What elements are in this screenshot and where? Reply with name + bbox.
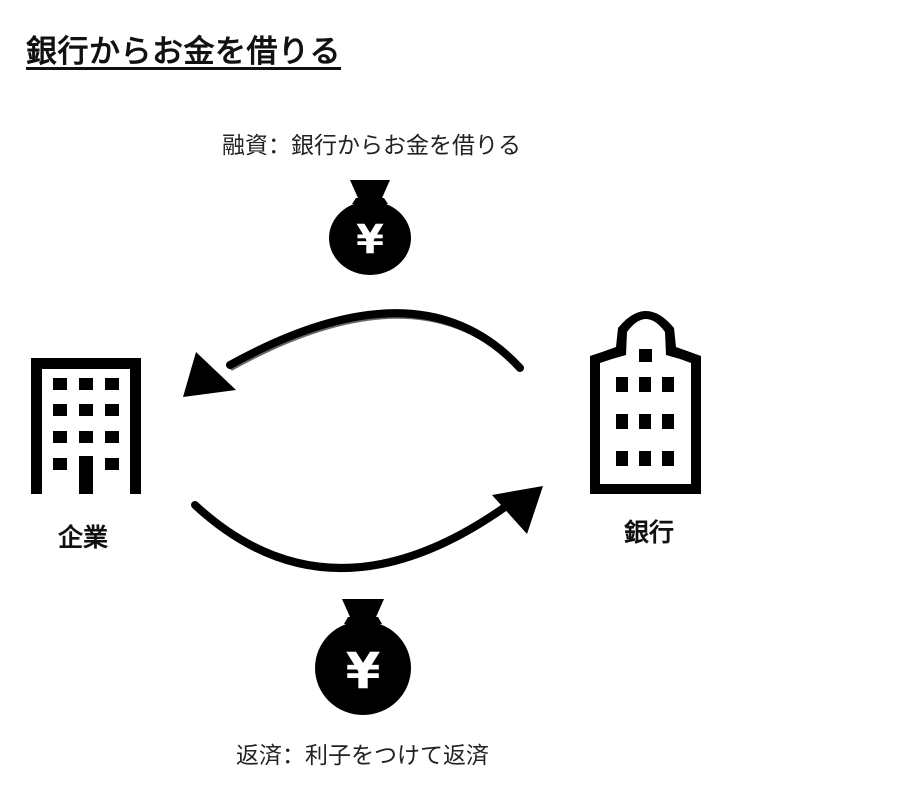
money-bag-yen-symbol: ¥ bbox=[346, 642, 381, 700]
loan-arrow bbox=[183, 309, 524, 397]
money-bag-icon-top: ¥ bbox=[329, 180, 411, 275]
repay-caption: 返済：利子をつけて返済 bbox=[236, 743, 489, 769]
bank-label: 銀行 bbox=[624, 518, 675, 547]
repay-arrow bbox=[191, 486, 543, 572]
office-building-icon bbox=[31, 358, 141, 494]
money-bag-icon-bottom: ¥ bbox=[315, 599, 411, 715]
page-title: 銀行からお金を借りる bbox=[26, 34, 341, 70]
company-label: 企業 bbox=[58, 523, 109, 552]
loan-caption: 融資：銀行からお金を借りる bbox=[222, 133, 521, 159]
money-bag-yen-symbol: ¥ bbox=[356, 217, 384, 263]
bank-building-icon bbox=[590, 311, 701, 494]
